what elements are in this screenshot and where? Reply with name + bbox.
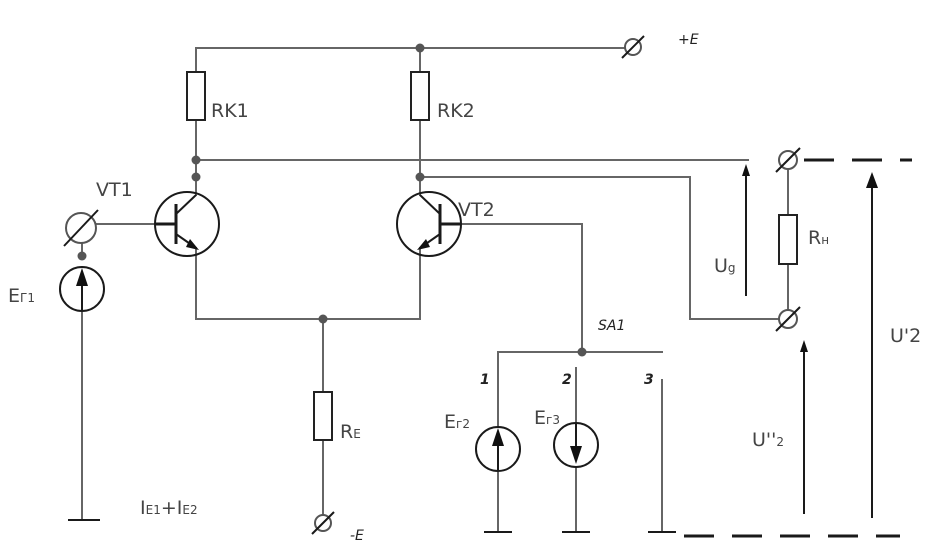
resistor-rk2	[410, 71, 430, 121]
label-ug: Ug	[714, 255, 736, 277]
source-eg2	[475, 426, 521, 472]
label-rn-sub: н	[821, 233, 829, 247]
label-rk2: RK2	[437, 100, 475, 122]
label-ie2-sub: E2	[182, 503, 197, 517]
label-ie1-sub: E1	[146, 503, 161, 517]
resistor-rn	[778, 214, 798, 265]
label-vt2: VT2	[458, 199, 495, 221]
label-eg1-main: E	[8, 285, 20, 307]
label-rk2-main: R	[437, 100, 450, 122]
label-rn-main: R	[808, 227, 821, 249]
label-u2-prime-sub: 2	[909, 325, 921, 347]
source-eg3	[553, 422, 599, 468]
label-re-main: R	[340, 421, 353, 443]
label-rk1: RK1	[211, 100, 249, 122]
label-switch-sa1: SA1	[598, 318, 625, 334]
label-ie-plus: +	[161, 497, 177, 519]
label-supply-negative: -E	[350, 528, 364, 544]
ground-symbols	[68, 519, 676, 533]
transistor-vt2	[396, 191, 462, 257]
label-eg2-sub: г2	[456, 417, 470, 431]
terminal-supply-negative	[311, 511, 335, 535]
label-rk2-sub: K2	[450, 100, 475, 122]
resistor-rk1	[186, 71, 206, 121]
transistor-vt1	[154, 191, 220, 257]
label-supply-positive: +E	[678, 32, 699, 48]
label-eg2: Eг2	[444, 411, 470, 433]
terminal-output-bottom	[775, 306, 801, 332]
switch-position-2: 2	[562, 372, 572, 388]
label-re-sub: E	[353, 427, 361, 441]
label-emitter-current: IE1+IE2	[140, 497, 198, 519]
terminal-vt1-input	[63, 209, 99, 247]
label-u2-prime-main: U'	[890, 325, 909, 347]
label-ug-sub: g	[728, 261, 736, 275]
switch-position-1: 1	[480, 372, 490, 388]
label-eg1-sub: Г1	[20, 291, 35, 305]
terminal-supply-positive	[621, 35, 645, 59]
label-ie1-main: I	[140, 497, 146, 519]
label-eg3-sub: г3	[546, 413, 560, 427]
output-dashed-lines	[684, 158, 912, 538]
junction-dots	[77, 43, 587, 357]
label-rk1-sub: K1	[224, 100, 249, 122]
label-rk1-main: R	[211, 100, 224, 122]
label-ie2-main: I	[177, 497, 183, 519]
label-ug-main: U	[714, 255, 728, 277]
label-eg3-main: E	[534, 407, 546, 429]
label-u2-double-prime-main: U''	[752, 429, 776, 451]
label-u2-double-prime-sub: 2	[776, 435, 784, 449]
label-re: RE	[340, 421, 361, 443]
source-eg1	[59, 266, 105, 312]
label-vt1: VT1	[96, 179, 133, 201]
label-u2-double-prime: U''2	[752, 429, 784, 451]
voltage-arrows	[742, 164, 878, 518]
label-eg2-main: E	[444, 411, 456, 433]
terminal-output-top	[775, 147, 801, 173]
resistor-re	[313, 391, 333, 441]
label-eg1: EГ1	[8, 285, 35, 307]
label-eg3: Eг3	[534, 407, 560, 429]
label-rn: Rн	[808, 227, 829, 249]
label-u2-prime: U'2	[890, 325, 921, 347]
switch-position-3: 3	[644, 372, 654, 388]
